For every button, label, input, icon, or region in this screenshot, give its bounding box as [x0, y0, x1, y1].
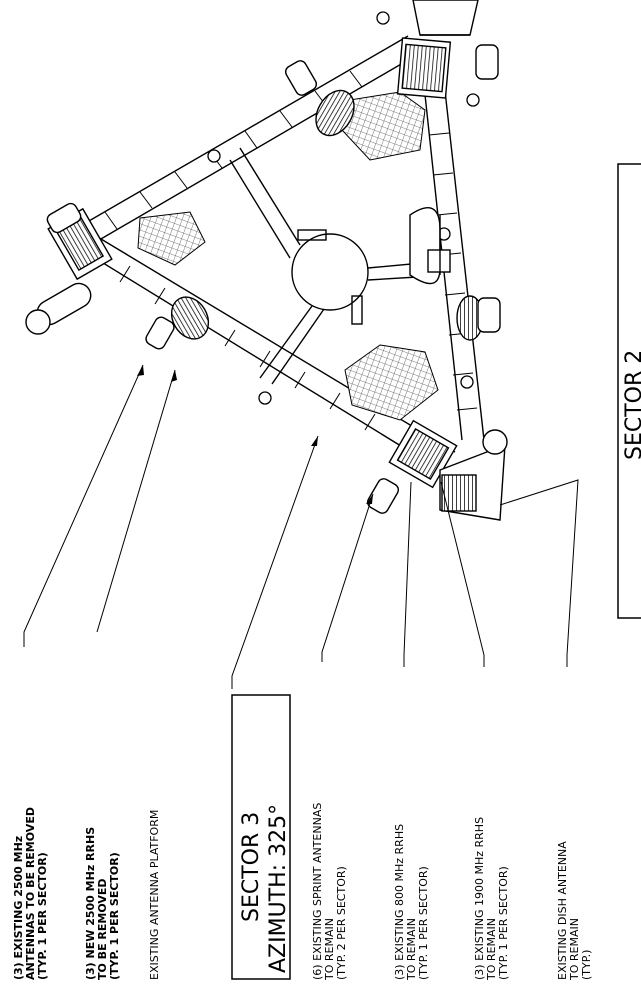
- rrh-2500-sector-3: [170, 296, 210, 340]
- callout-2500-antennas: (3) EXISTING 2500 MHz ANTENNAS TO BE REM…: [12, 803, 49, 980]
- callout-dish-antenna: EXISTING DISH ANTENNA TO REMAIN (TYP.): [556, 838, 593, 981]
- rrh-1900-sector-1: [396, 37, 452, 99]
- dish-antenna-sector-2: [439, 429, 508, 521]
- sprint-antenna: [284, 60, 318, 96]
- callout-sprint-antennas: (6) EXISTING SPRINT ANTENNAS TO REMAIN (…: [311, 799, 348, 981]
- sprint-antenna: [366, 478, 400, 514]
- svg-text:SECTOR 3: SECTOR 3: [239, 812, 264, 922]
- svg-text:AZIMUTH: 325°: AZIMUTH: 325°: [266, 804, 291, 973]
- rrh-2500-sector-1: [315, 89, 355, 137]
- sector-2-label: SECTOR 2: [617, 163, 641, 619]
- callout-800-rrhs: (3) EXISTING 800 MHz RRHS TO REMAIN (TYP…: [393, 820, 430, 981]
- callout-1900-rrhs: (3) EXISTING 1900 MHz RRHS TO REMAIN (TY…: [473, 813, 510, 981]
- leader-lines: [23, 364, 579, 689]
- antenna-platform: [69, 35, 485, 471]
- sprint-antenna: [46, 202, 82, 234]
- sector-3-label: SECTOR 3 AZIMUTH: 325°: [231, 694, 291, 980]
- svg-text:SECTOR 2: SECTOR 2: [622, 350, 641, 460]
- dish-antenna-center: [409, 207, 451, 285]
- dish-antenna-sector-1: [412, 0, 479, 36]
- callout-antenna-platform: EXISTING ANTENNA PLATFORM: [148, 810, 161, 980]
- hatched-areas: [137, 91, 439, 421]
- sprint-antenna: [477, 297, 501, 333]
- sprint-antenna: [475, 44, 499, 80]
- callout-2500-rrhs: (3) NEW 2500 MHz RRHS TO BE REMOVED (TYP…: [84, 823, 121, 980]
- sprint-antenna: [145, 316, 175, 350]
